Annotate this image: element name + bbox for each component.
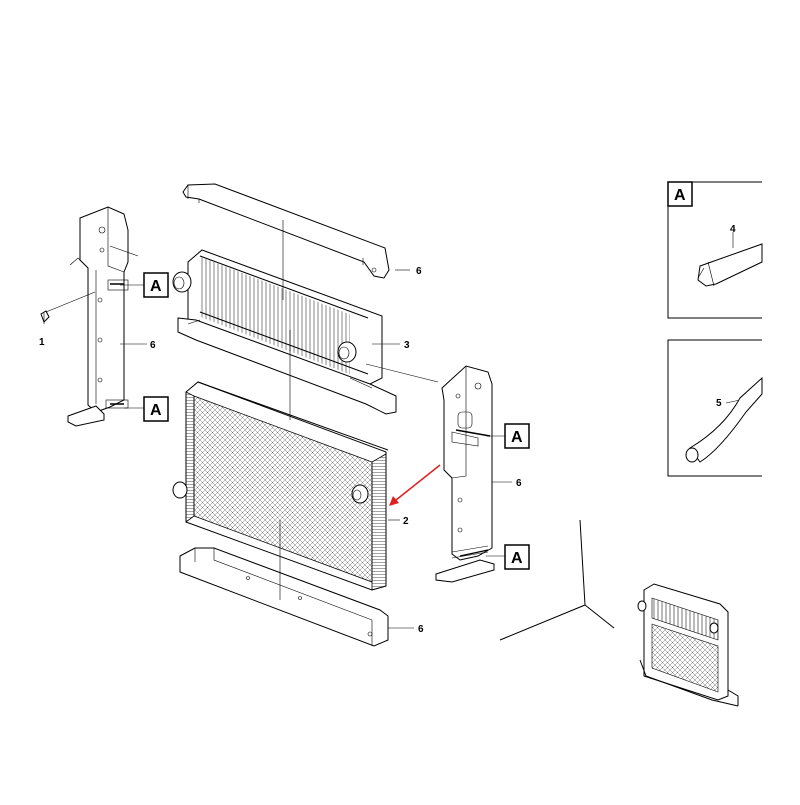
callout-part-3: 3 — [404, 340, 410, 351]
right-side-bracket — [435, 365, 495, 583]
detail-view-hose-4 — [667, 181, 763, 319]
detail-view-title: A — [674, 187, 686, 204]
screw-part-1 — [40, 310, 50, 324]
callout-part-2: 2 — [403, 516, 409, 527]
detail-ref-a-left-top: A — [143, 272, 169, 298]
svg-text:A: A — [150, 278, 162, 295]
overview-thumbnail — [499, 519, 739, 707]
svg-text:A: A — [150, 402, 162, 419]
leader-lines — [45, 220, 741, 629]
charge-air-cooler — [172, 249, 397, 415]
callout-part-4: 4 — [730, 224, 736, 235]
detail-ref-a-left-bottom: A — [143, 396, 169, 422]
svg-text:A: A — [511, 429, 523, 446]
callout-part-6-bottom: 6 — [418, 624, 424, 635]
svg-text:A: A — [511, 550, 523, 567]
detail-ref-a-right-top: A — [504, 423, 530, 449]
detail-view-hose-5 — [667, 339, 763, 477]
bottom-support-rail — [179, 547, 389, 647]
left-side-bracket — [67, 206, 129, 427]
callout-part-6-top: 6 — [416, 266, 422, 277]
detail-ref-a-right-bottom: A — [504, 544, 530, 570]
radiator-core — [172, 381, 389, 591]
callout-part-6-right: 6 — [516, 478, 522, 489]
callout-part-1: 1 — [39, 337, 45, 348]
top-cover-plate — [182, 183, 390, 279]
red-pointer-arrow — [389, 464, 441, 506]
callout-part-5: 5 — [716, 398, 722, 409]
callout-part-6-left: 6 — [150, 340, 156, 351]
